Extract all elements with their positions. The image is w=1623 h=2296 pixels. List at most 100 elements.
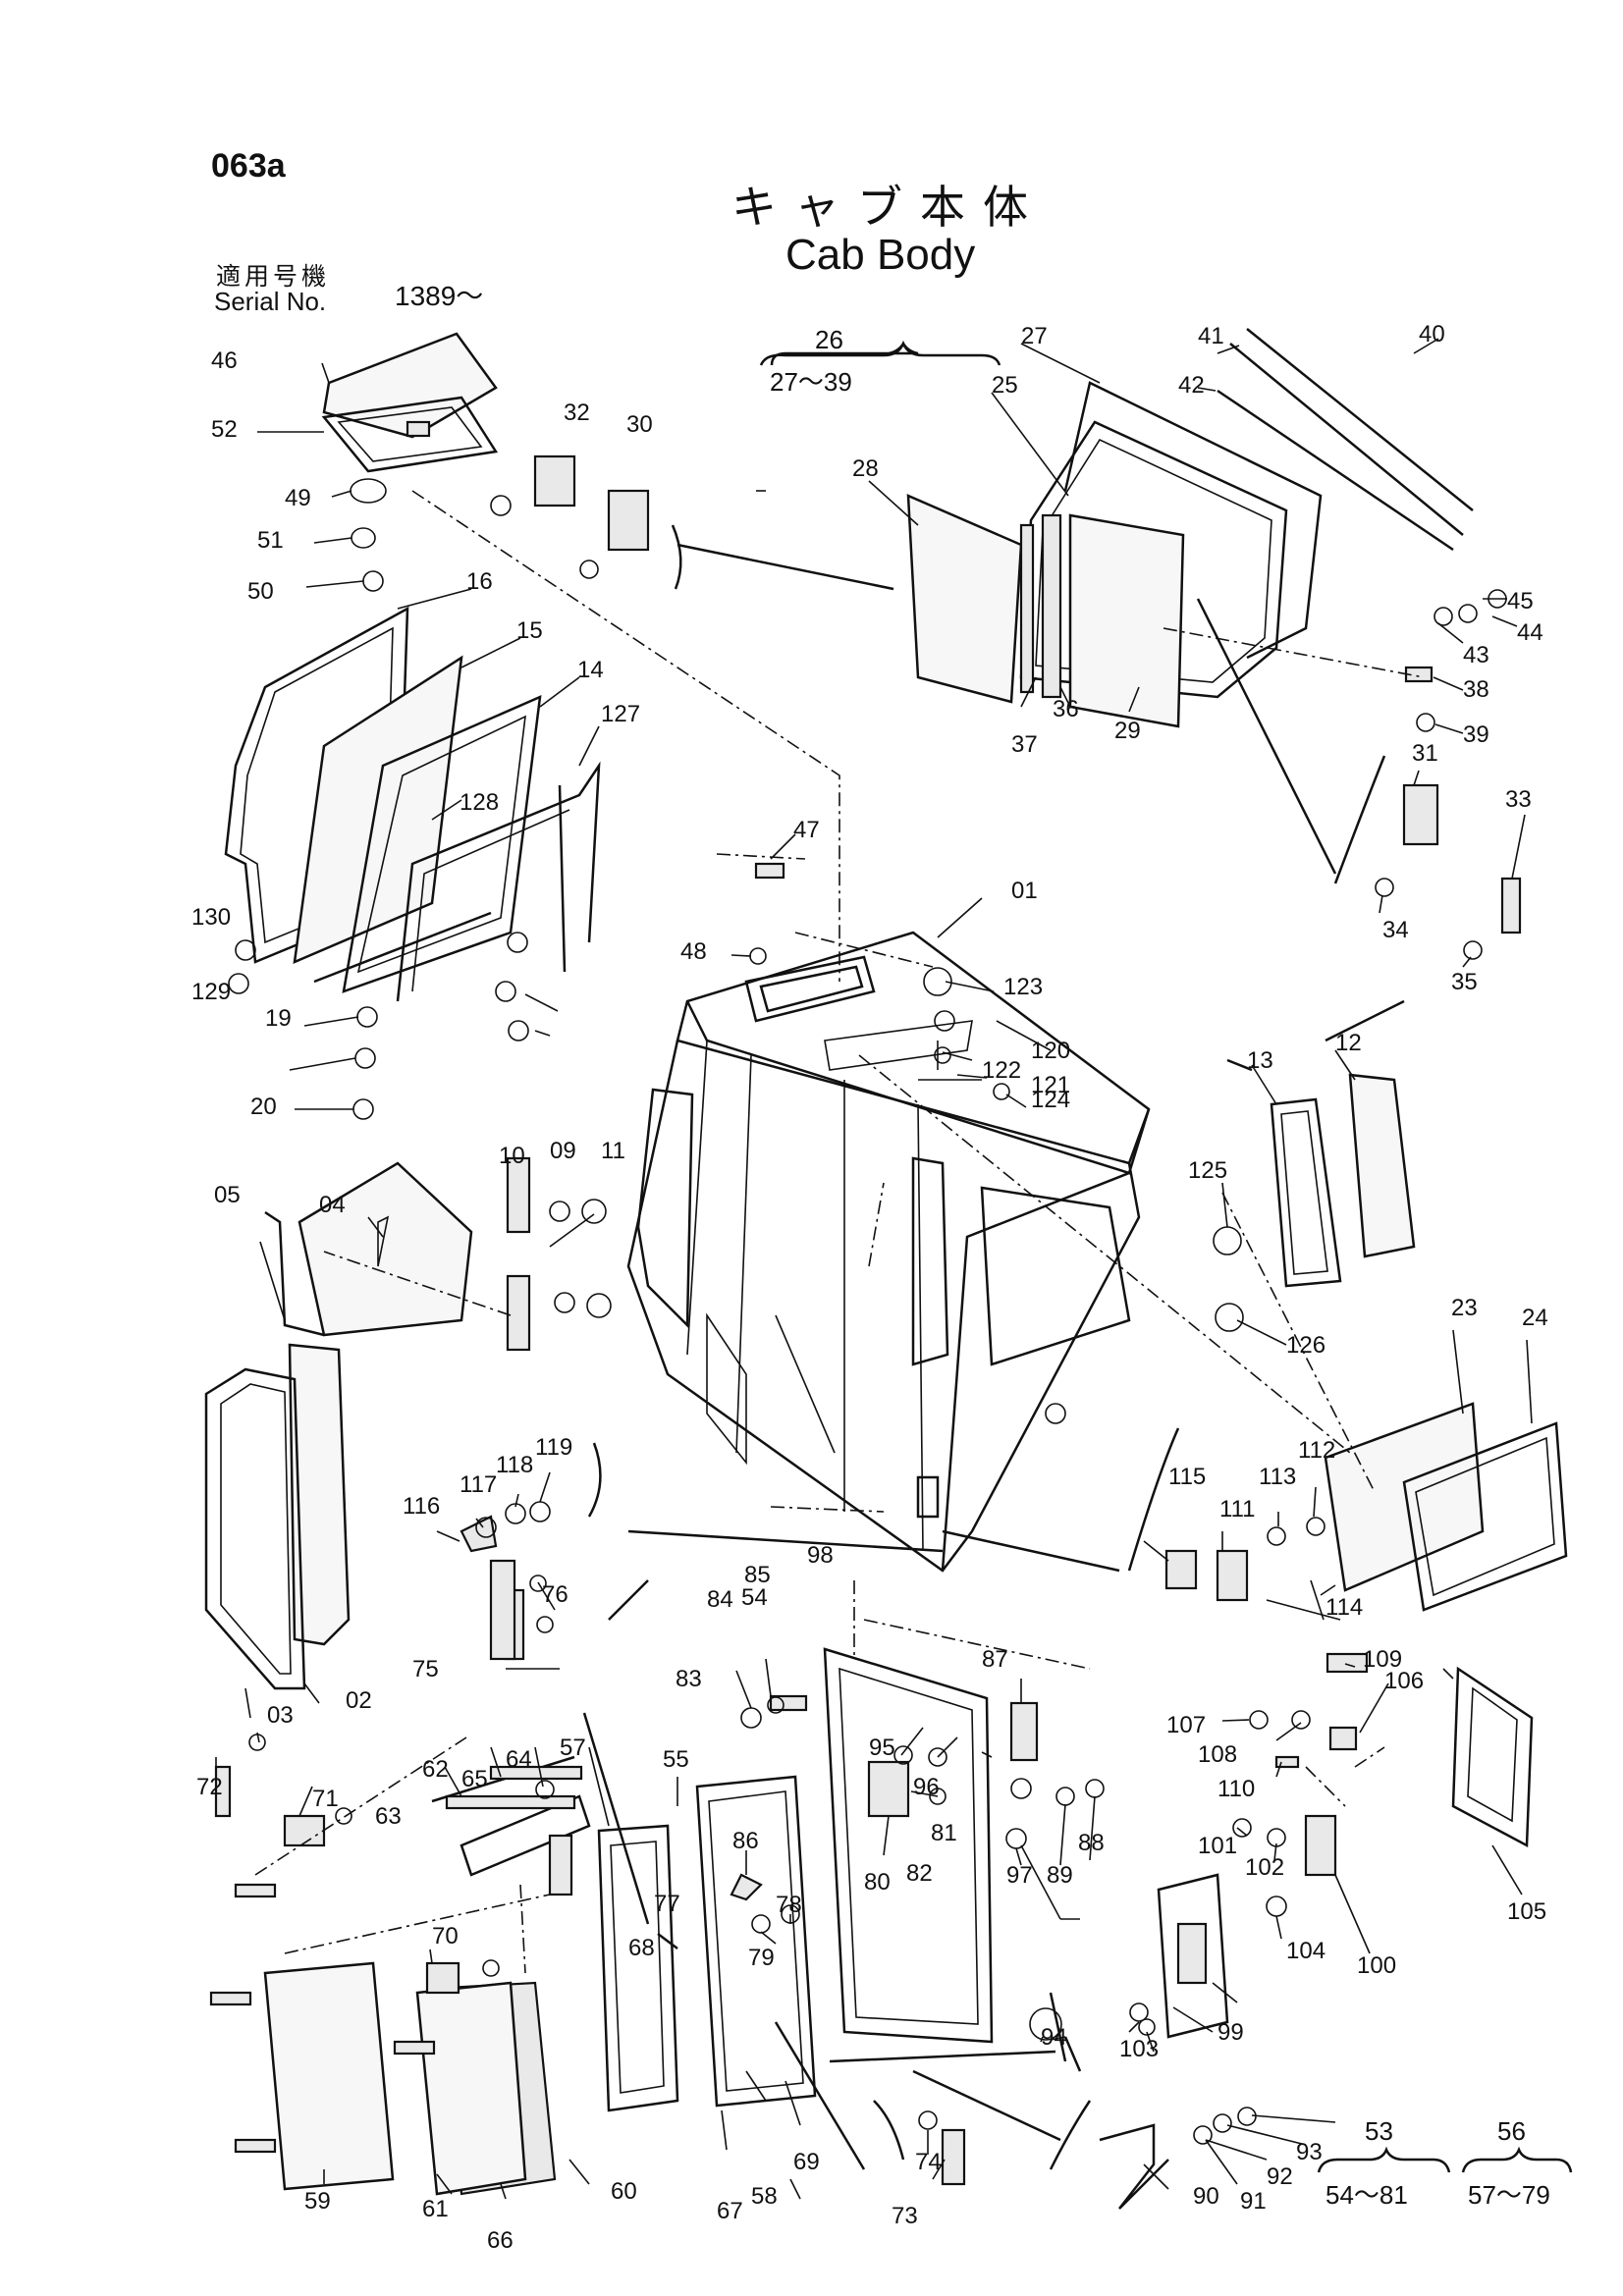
- callout-29: 29: [1114, 718, 1141, 744]
- callout-86: 86: [732, 1828, 759, 1854]
- callout-88: 88: [1078, 1830, 1105, 1856]
- callout-35: 35: [1451, 969, 1478, 995]
- callout-74: 74: [915, 2149, 942, 2175]
- callout-46: 46: [211, 347, 238, 374]
- callout-129: 129: [191, 979, 231, 1005]
- callout-84: 84: [707, 1586, 733, 1613]
- callout-116: 116: [403, 1493, 440, 1520]
- callout-111: 111: [1219, 1496, 1255, 1522]
- callout-112: 112: [1298, 1437, 1335, 1464]
- callout-108: 108: [1198, 1741, 1237, 1768]
- callout-15: 15: [516, 617, 543, 644]
- callout-30: 30: [626, 411, 653, 438]
- callout-66: 66: [487, 2227, 514, 2254]
- callout-119: 119: [535, 1434, 572, 1461]
- group-range-53: 54～81: [1325, 2180, 1408, 2210]
- callout-27: 27: [1021, 323, 1048, 349]
- serial-label-english: Serial No.: [214, 287, 327, 316]
- serial-label-japanese: 適用号機: [216, 262, 331, 291]
- callout-40: 40: [1419, 321, 1445, 347]
- callout-62: 62: [422, 1756, 449, 1783]
- callout-80: 80: [864, 1869, 891, 1896]
- callout-45: 45: [1507, 588, 1534, 614]
- callout-42: 42: [1178, 372, 1205, 399]
- callout-94: 94: [1041, 2024, 1067, 2051]
- callout-37: 37: [1011, 731, 1038, 758]
- callout-117: 117: [460, 1471, 497, 1498]
- callout-33: 33: [1505, 786, 1532, 813]
- callout-69: 69: [793, 2149, 820, 2175]
- right-side-windows-drawing: [1270, 1073, 1568, 1612]
- callout-91: 91: [1240, 2188, 1267, 2215]
- callout-95: 95: [869, 1735, 895, 1761]
- roof-hatch-drawing: [321, 332, 499, 592]
- callout-87: 87: [982, 1646, 1008, 1673]
- callout-19: 19: [265, 1005, 292, 1032]
- callout-51: 51: [257, 527, 284, 554]
- top-right-window-drawing: [906, 328, 1474, 728]
- page-code: 063a: [211, 147, 286, 185]
- callout-39: 39: [1463, 721, 1489, 748]
- callout-47: 47: [793, 817, 820, 843]
- left-side-window-drawing: [204, 1343, 351, 1690]
- callout-20: 20: [250, 1094, 277, 1120]
- callout-113: 113: [1259, 1464, 1296, 1490]
- callout-92: 92: [1267, 2163, 1293, 2190]
- callout-13: 13: [1247, 1047, 1273, 1074]
- callout-110: 110: [1217, 1776, 1255, 1802]
- callout-36: 36: [1053, 696, 1079, 722]
- callout-115: 115: [1168, 1464, 1206, 1490]
- callout-72: 72: [196, 1774, 223, 1800]
- callout-50: 50: [247, 578, 274, 605]
- callout-96: 96: [913, 1774, 940, 1800]
- callout-52: 52: [211, 416, 238, 443]
- callout-93: 93: [1296, 2139, 1323, 2165]
- group-id-56: 56: [1497, 2116, 1526, 2146]
- callout-41: 41: [1198, 323, 1224, 349]
- callout-103: 103: [1119, 2036, 1159, 2062]
- callout-104: 104: [1286, 1938, 1325, 1964]
- callout-60: 60: [611, 2178, 637, 2205]
- callout-63: 63: [375, 1803, 402, 1830]
- callout-54: 54: [741, 1584, 768, 1611]
- callout-34: 34: [1382, 917, 1409, 943]
- callout-16: 16: [466, 568, 493, 595]
- callout-121: 121: [1031, 1072, 1070, 1098]
- callout-123: 123: [1003, 974, 1043, 1000]
- callout-61: 61: [422, 2196, 449, 2222]
- callout-83: 83: [676, 1666, 702, 1692]
- callout-64: 64: [506, 1746, 532, 1773]
- group-brackets: [759, 340, 1573, 2173]
- door-assembly-drawing: [263, 1647, 994, 2196]
- callout-106: 106: [1384, 1668, 1424, 1694]
- callout-130: 130: [191, 904, 231, 931]
- callout-49: 49: [285, 485, 311, 511]
- callout-12: 12: [1335, 1030, 1362, 1056]
- callout-85: 85: [744, 1562, 771, 1588]
- callout-10: 10: [499, 1143, 525, 1169]
- leader-lines: [215, 338, 1533, 2200]
- callout-107: 107: [1166, 1712, 1206, 1738]
- callout-02: 02: [346, 1687, 372, 1714]
- callout-48: 48: [680, 938, 707, 965]
- callout-43: 43: [1463, 642, 1489, 668]
- callout-04: 04: [319, 1192, 346, 1218]
- callout-118: 118: [496, 1452, 533, 1478]
- callout-14: 14: [577, 657, 604, 683]
- callout-44: 44: [1517, 619, 1543, 646]
- callout-65: 65: [461, 1766, 488, 1792]
- callout-24: 24: [1522, 1305, 1548, 1331]
- callout-05: 05: [214, 1182, 241, 1208]
- callout-77: 77: [654, 1891, 680, 1917]
- callout-109: 109: [1363, 1646, 1402, 1673]
- callout-125: 125: [1188, 1157, 1227, 1184]
- cab-frame-drawing: [626, 931, 1151, 1573]
- callout-126: 126: [1286, 1332, 1325, 1359]
- callout-78: 78: [776, 1892, 802, 1918]
- callout-101: 101: [1198, 1833, 1237, 1859]
- callout-98: 98: [807, 1542, 834, 1569]
- callout-67: 67: [717, 2198, 743, 2224]
